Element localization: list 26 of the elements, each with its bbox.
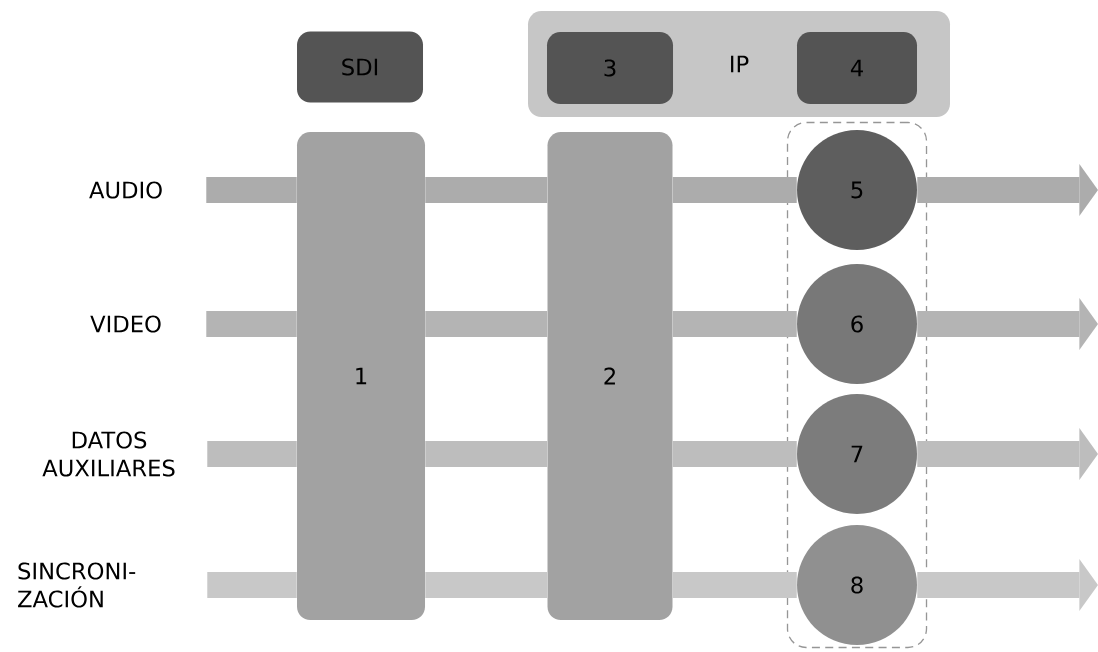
signal-label: AUDIO	[89, 181, 162, 199]
interface-box: SDI	[297, 31, 423, 103]
signal-band	[672, 572, 797, 598]
signal-band	[206, 177, 297, 203]
dashed-group-box	[786, 121, 928, 649]
signal-band	[672, 441, 797, 467]
signal-band	[425, 441, 548, 467]
process-bar: 1	[297, 132, 425, 620]
signal-band	[672, 311, 797, 337]
arrow	[917, 298, 1098, 350]
process-bar: 2	[547, 132, 673, 620]
signal-label: SINCRONI-ZACIÓN	[18, 562, 136, 608]
arrow	[917, 164, 1098, 216]
interface-box: 4	[797, 32, 917, 104]
arrow	[917, 428, 1098, 480]
signal-band	[425, 177, 548, 203]
signal-band	[206, 311, 297, 337]
arrow	[917, 559, 1098, 611]
signal-label: DATOS AUXILIARES	[42, 431, 175, 477]
signal-band	[425, 572, 548, 598]
signal-band	[425, 311, 548, 337]
signal-band	[207, 572, 297, 598]
signal-label: VIDEO	[90, 315, 161, 333]
signal-band	[672, 177, 797, 203]
signal-band	[207, 441, 297, 467]
interface-box: 3	[547, 32, 673, 104]
